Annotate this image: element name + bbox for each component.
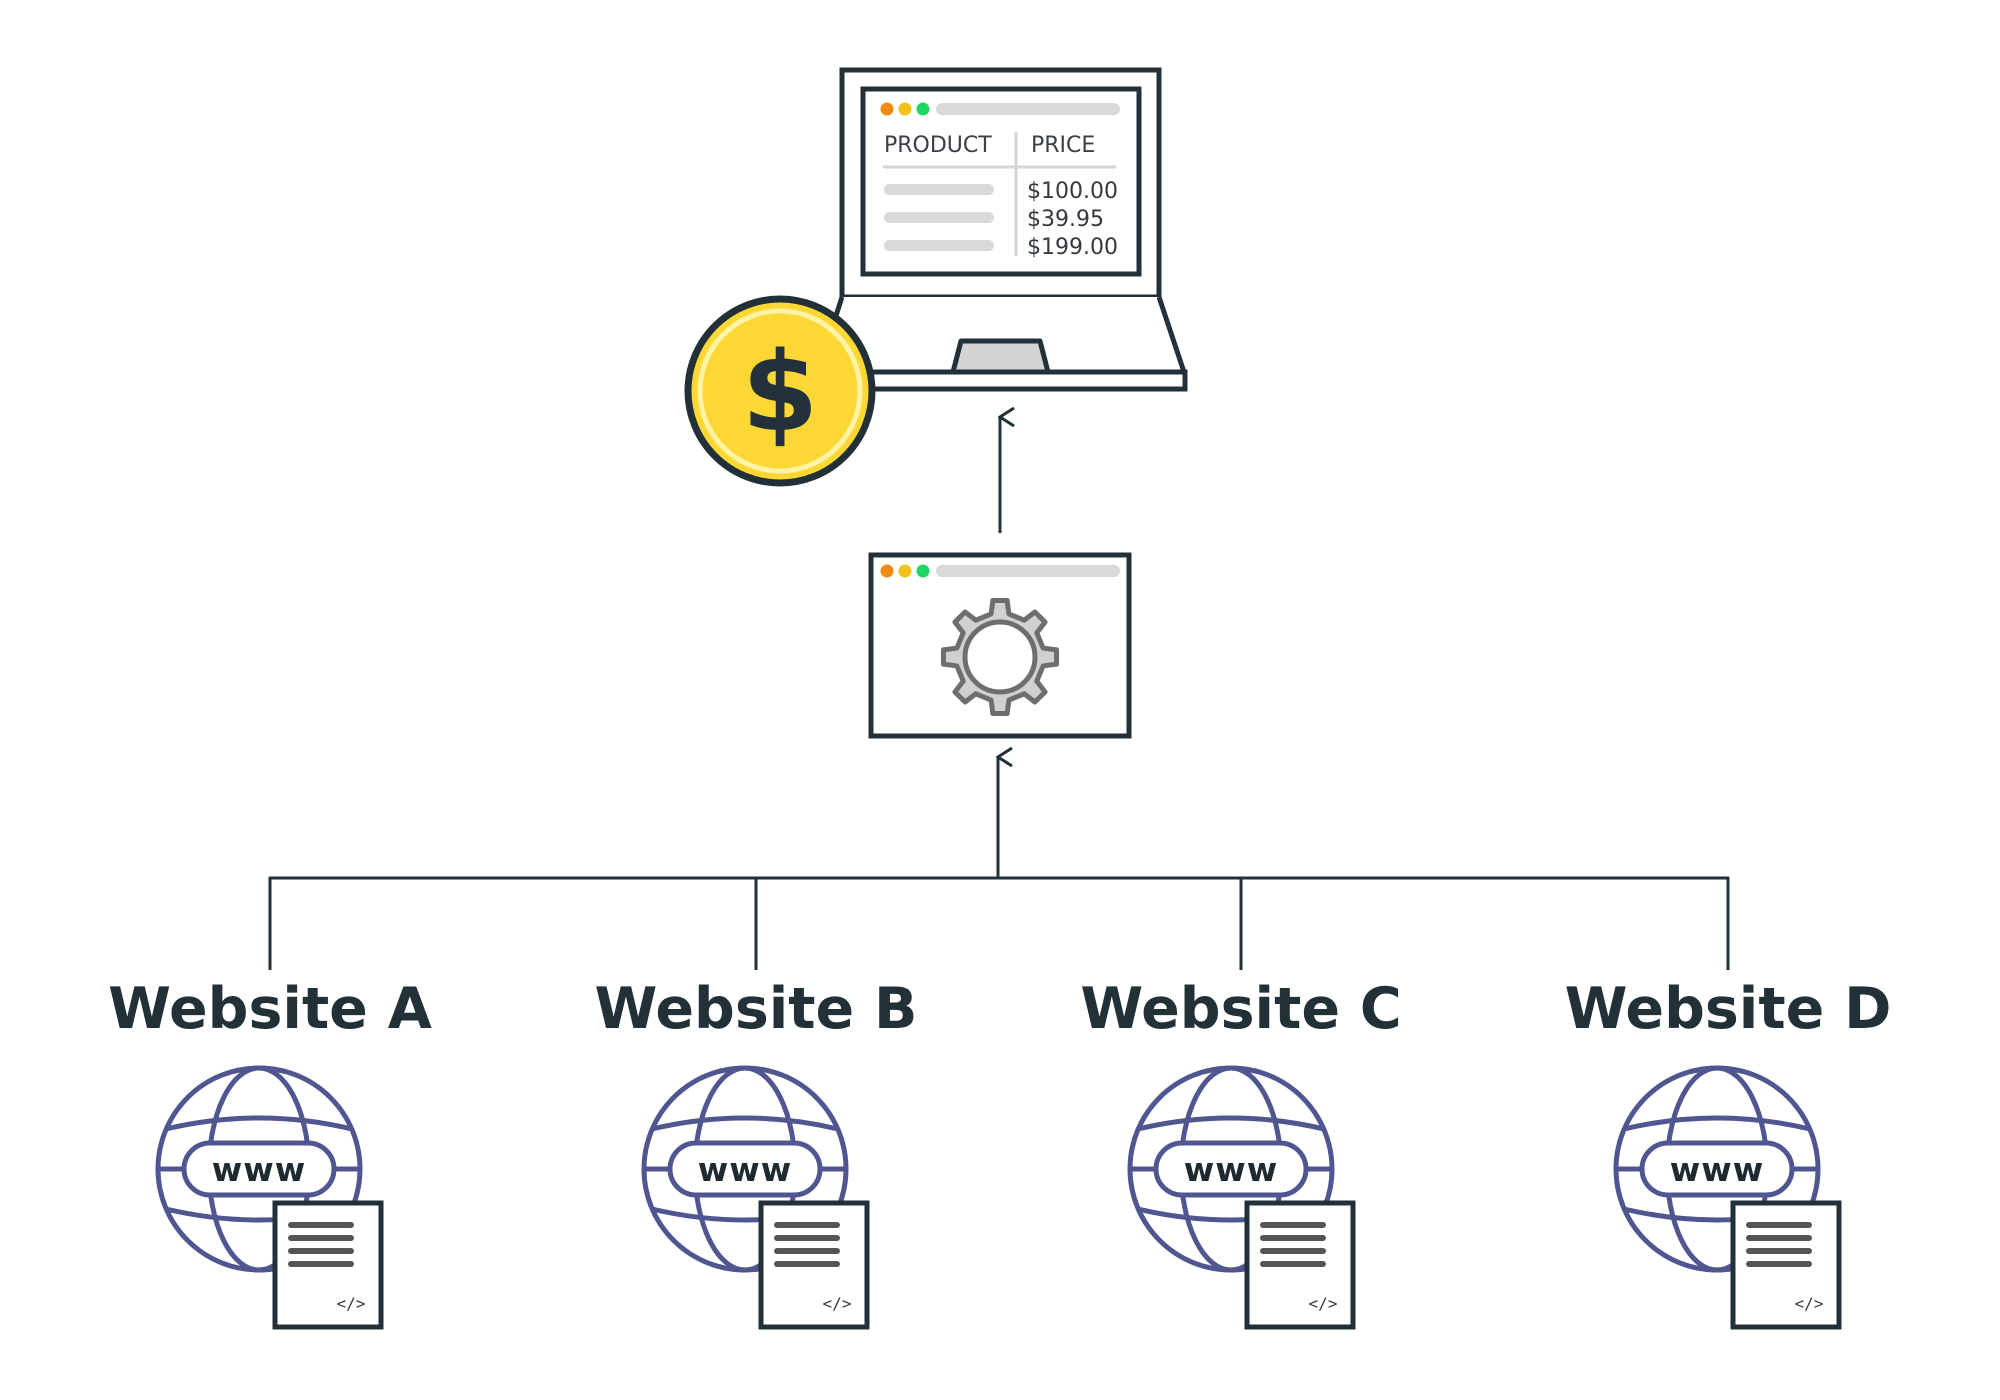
price-column-header: PRICE: [1031, 133, 1095, 158]
code-icon: </>: [1795, 1294, 1824, 1313]
window-dot: [916, 102, 930, 116]
website-label: Website D: [1565, 976, 1892, 1042]
globe-icon: www </>: [1616, 1068, 1839, 1327]
product-placeholder: [884, 184, 994, 195]
globe-icon: www </>: [1130, 1068, 1353, 1327]
laptop-icon: PRODUCT PRICE $100.00 $39.95 $199.00: [815, 67, 1188, 392]
window-dot: [916, 564, 930, 578]
gear-icon: [940, 597, 1060, 717]
website-label: Website A: [108, 976, 432, 1042]
touchpad: [950, 338, 1051, 375]
branch-connectors: [268, 876, 1730, 970]
product-placeholder: [884, 240, 994, 251]
website-d: Website D www </>: [1565, 976, 1892, 1327]
website-b: Website B www </>: [595, 976, 918, 1327]
price-value: $199.00: [1027, 235, 1118, 260]
dollar-coin-icon: $: [684, 295, 876, 487]
code-icon: </>: [1309, 1294, 1338, 1313]
www-badge: www: [698, 1150, 792, 1189]
window-dot: [880, 102, 894, 116]
window-dot: [880, 564, 894, 578]
www-badge: www: [1184, 1150, 1278, 1189]
globe-icon: www </>: [644, 1068, 867, 1327]
product-placeholder: [884, 212, 994, 223]
address-bar: [936, 565, 1120, 577]
www-badge: www: [212, 1150, 306, 1189]
window-dots: [880, 102, 930, 116]
price-value: $100.00: [1027, 179, 1118, 204]
www-badge: www: [1670, 1150, 1764, 1189]
globe-icon: www </>: [158, 1068, 381, 1327]
code-icon: </>: [823, 1294, 852, 1313]
code-icon: </>: [337, 1294, 366, 1313]
website-a: Website A www </>: [108, 976, 432, 1327]
website-c: Website C www </>: [1080, 976, 1402, 1327]
website-label: Website C: [1080, 976, 1401, 1042]
address-bar: [936, 103, 1120, 115]
scraper-window: [868, 552, 1132, 739]
website-label: Website B: [595, 976, 918, 1042]
window-dot: [898, 564, 912, 578]
window-dots: [880, 564, 930, 578]
window-dot: [898, 102, 912, 116]
product-column-header: PRODUCT: [884, 133, 992, 158]
dollar-sign: $: [742, 328, 819, 456]
price-value: $39.95: [1027, 207, 1104, 232]
